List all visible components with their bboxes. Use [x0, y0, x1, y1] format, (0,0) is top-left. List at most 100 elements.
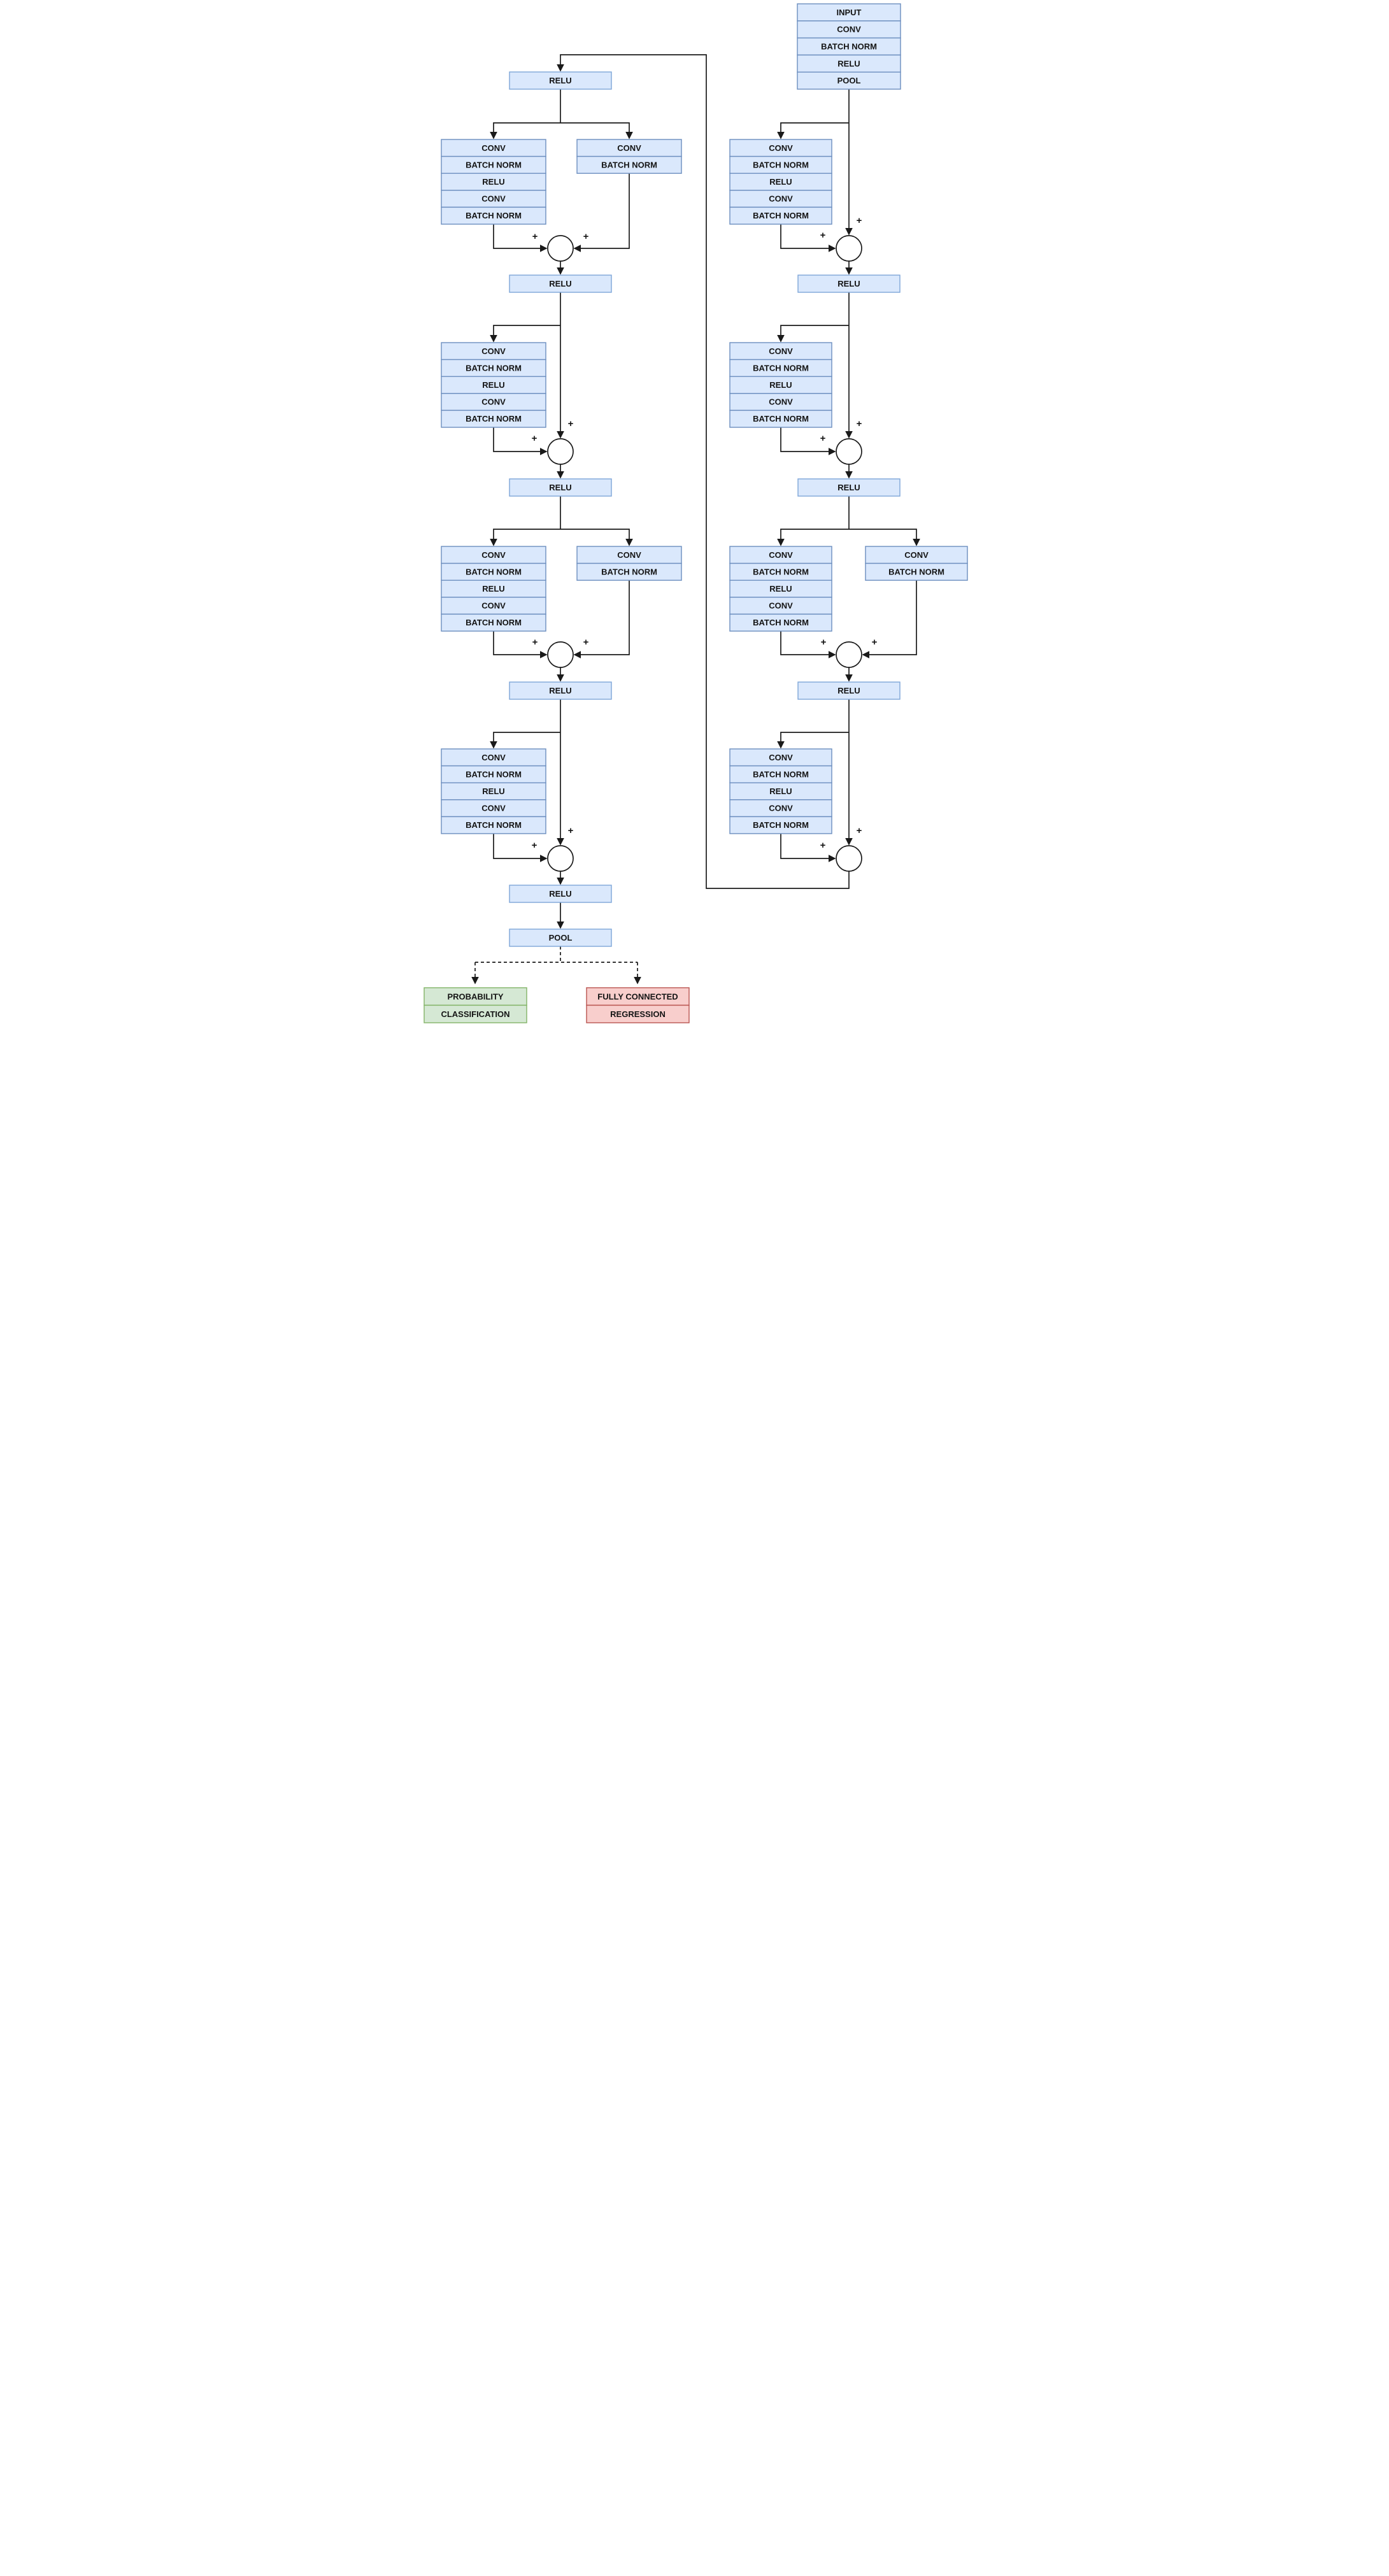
edge-l-branch4-to-stack	[494, 732, 560, 748]
r-block3-stack-row	[729, 562, 832, 581]
r-block3-stack-label: CONV	[769, 601, 793, 611]
r-sum-3-plus-icon: +	[871, 637, 877, 648]
r-block1-stack-row	[729, 155, 832, 174]
l-block1-stack-label: RELU	[482, 177, 504, 187]
edge-l-split3-to-shortcut-stack	[560, 529, 629, 545]
l-block3-stack-row	[440, 580, 546, 598]
input-stack-row	[796, 3, 901, 22]
l-block3-shortcut-stack-row	[576, 546, 682, 564]
edge-r-branch4-to-stack	[781, 732, 849, 748]
edge-l-stack4-out-to-sum4	[492, 834, 546, 858]
l-sum-2-plus-icon: +	[531, 433, 537, 444]
r-block3-shortcut-stack-label: BATCH NORM	[888, 567, 944, 576]
r-block2-stack-row	[729, 376, 832, 394]
r-block2-stack-label: BATCH NORM	[753, 363, 809, 373]
r-block3-stack-label: BATCH NORM	[753, 618, 809, 627]
l-relu-3-label: RELU	[549, 686, 571, 695]
l-block3-shortcut-stack-label: BATCH NORM	[601, 567, 657, 576]
r-block3-shortcut-stack-row	[864, 562, 968, 581]
l-block2-stack-label: BATCH NORM	[466, 363, 522, 373]
r-sum-3-circle	[835, 641, 862, 668]
l-relu-1: RELU	[508, 274, 612, 293]
edge-l-stack3-out-to-sum3	[492, 631, 546, 655]
output-classification-row	[423, 987, 527, 1006]
r-sum-1-plus-icon: +	[820, 230, 825, 241]
r-sum-4-circle	[835, 845, 862, 872]
l-relu-4: RELU	[508, 885, 612, 903]
r-block2-stack-label: RELU	[769, 380, 792, 390]
input-stack-row	[796, 37, 901, 56]
l-relu-4-label: RELU	[549, 889, 571, 899]
edge-r-split3-to-main-stack	[781, 529, 849, 545]
input-stack-label: BATCH NORM	[821, 42, 877, 52]
r-block1-stack-row	[729, 206, 832, 225]
l-block1-stack-label: CONV	[481, 194, 506, 204]
l-sum-3-circle	[546, 641, 574, 668]
l-block4-stack-row	[440, 816, 546, 834]
edge-r-stack3-out-to-sum3	[780, 631, 835, 655]
l-block3-stack-row	[440, 546, 546, 564]
l-block4-stack-label: RELU	[482, 786, 504, 796]
r-block4-stack-row	[729, 799, 832, 818]
r-sum-4-plus-icon: +	[820, 840, 825, 851]
output-classification-label: CLASSIFICATION	[441, 1009, 509, 1019]
l-block3-stack-label: RELU	[482, 584, 504, 594]
input-stack-row	[796, 54, 901, 73]
l-block3-stack-label: CONV	[481, 601, 506, 611]
edge-l-shortcut3-out-to-sum3	[574, 580, 630, 655]
r-block1-stack-label: CONV	[769, 143, 793, 153]
r-sum-2: ++	[820, 418, 862, 465]
l-sum-1: ++	[532, 231, 588, 262]
l-relu-2-label: RELU	[549, 483, 571, 492]
r-sum-2-plus-icon: +	[820, 433, 825, 444]
r-block3-stack-label: CONV	[769, 550, 793, 560]
l-sum-4-plus-icon: +	[531, 840, 537, 851]
l-block4-stack-label: BATCH NORM	[466, 769, 522, 779]
l-block2-stack-label: BATCH NORM	[466, 414, 522, 423]
l-block2-stack-label: CONV	[481, 397, 506, 407]
l-block2-stack-label: RELU	[482, 380, 504, 390]
l-pool: POOL	[508, 929, 612, 947]
l-block1-shortcut-stack-label: CONV	[617, 143, 641, 153]
r-block1-stack-label: BATCH NORM	[753, 160, 809, 169]
r-block3-stack-label: RELU	[769, 584, 792, 594]
l-sum-1-circle	[546, 235, 574, 262]
l-block1-stack-row	[440, 173, 546, 191]
r-relu-3: RELU	[797, 681, 901, 700]
r-relu-3-label: RELU	[837, 686, 860, 695]
l-block1-stack-row	[440, 139, 546, 157]
l-relu-2: RELU	[508, 478, 612, 497]
l-sum-2-circle	[546, 438, 574, 465]
l-block2-stack-row	[440, 376, 546, 394]
l-block1-stack-row	[440, 155, 546, 174]
edge-l-split3-to-main-stack	[494, 529, 560, 545]
edge-l-stack1-out-to-sum1	[492, 224, 546, 248]
r-block2-stack-label: BATCH NORM	[753, 414, 809, 423]
output-regression-label: FULLY CONNECTED	[597, 992, 678, 1001]
l-block4-stack-row	[440, 765, 546, 783]
output-classification-row	[423, 1004, 527, 1023]
l-block2-stack-label: CONV	[481, 346, 506, 356]
l-relu-2-box	[508, 478, 612, 497]
l-block4-stack-row	[440, 748, 546, 767]
l-block1-shortcut-stack-row	[576, 139, 682, 157]
l-sum-3-plus-icon: +	[583, 637, 588, 648]
l-block4-stack-label: BATCH NORM	[466, 820, 522, 830]
r-sum-4-plus-icon: +	[856, 825, 862, 836]
r-sum-1-circle	[835, 235, 862, 262]
edge-connector-sum4-to-left-relu	[560, 54, 850, 889]
l-block3-stack-label: BATCH NORM	[466, 618, 522, 627]
l-sum-1-plus-icon: +	[583, 231, 588, 242]
l-block1-stack-label: BATCH NORM	[466, 211, 522, 220]
l-block2-stack-row	[440, 409, 546, 428]
r-sum-2-plus-icon: +	[856, 418, 862, 429]
l-block3-stack-label: BATCH NORM	[466, 567, 522, 576]
r-sum-1: ++	[820, 215, 862, 262]
edge-r-shortcut3-out-to-sum3	[863, 580, 917, 655]
